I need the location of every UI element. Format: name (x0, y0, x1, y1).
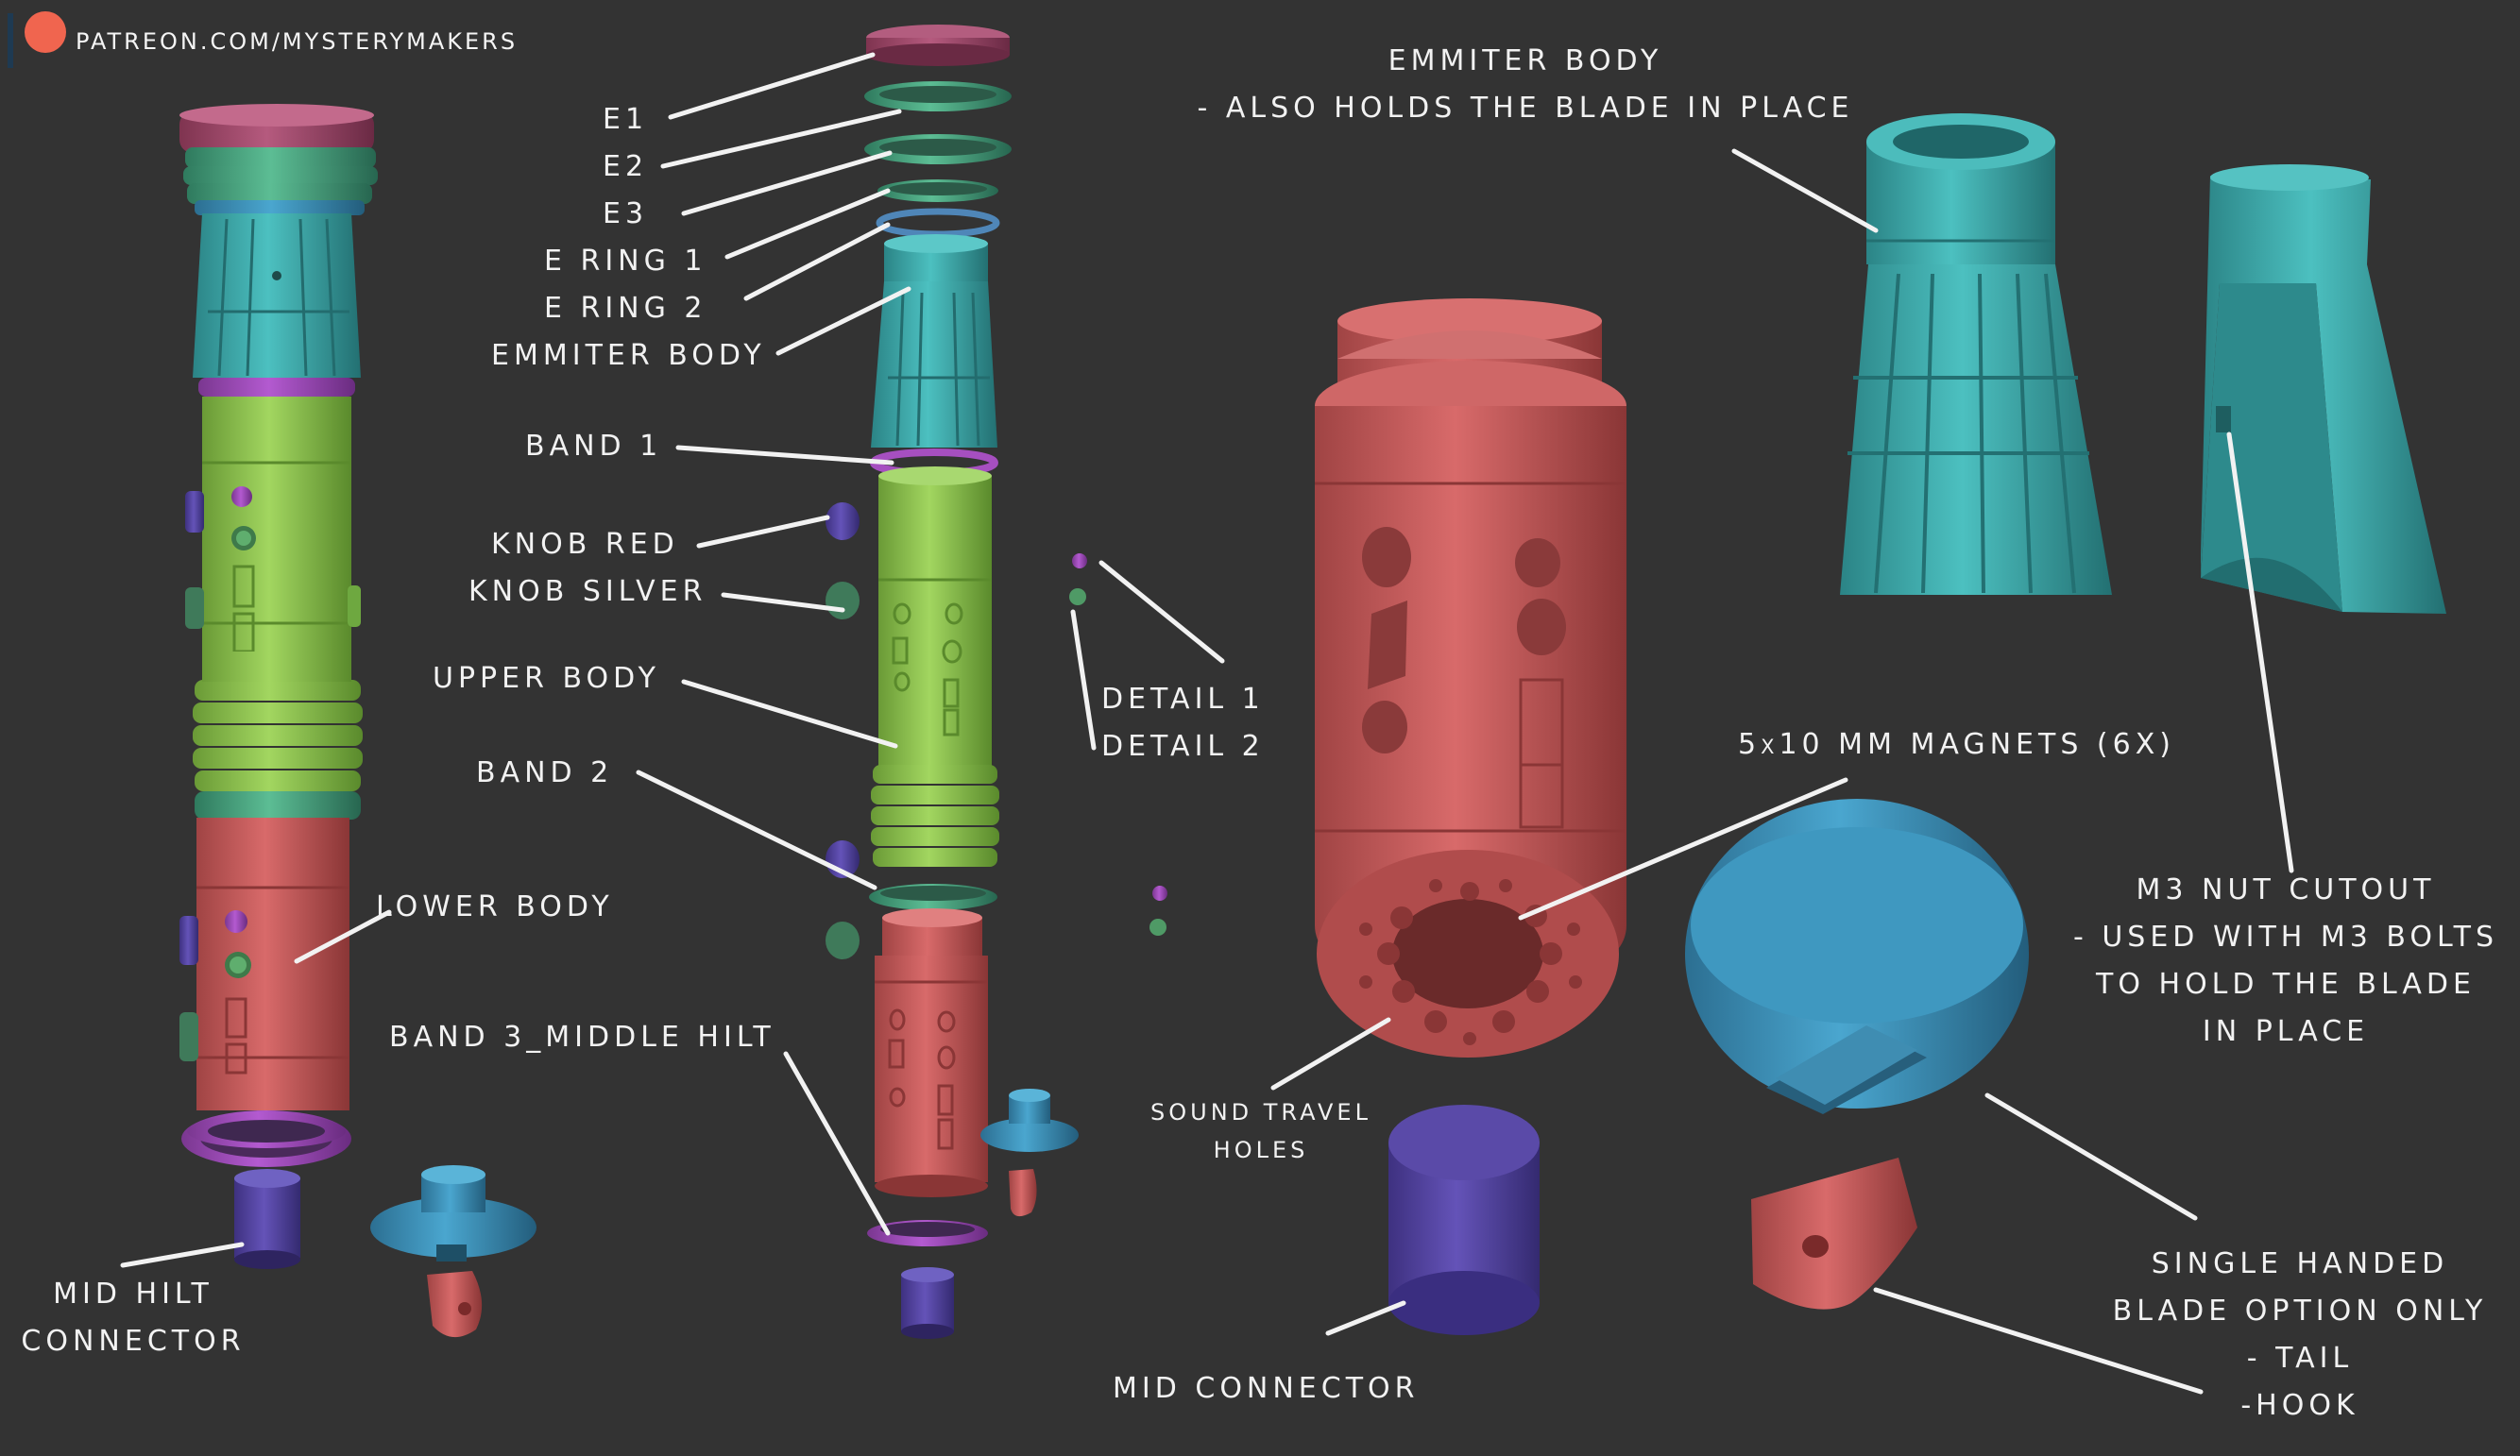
label-knob-silver: KNOB SILVER (468, 575, 707, 608)
label-e-ring-2: E RING 2 (544, 292, 707, 325)
label-single-2: BLADE OPTION ONLY (2112, 1295, 2488, 1328)
label-mid-hilt-2: CONNECTOR (21, 1325, 246, 1358)
label-emitter-title-2: - ALSO HOLDS THE BLADE IN PLACE (1197, 92, 1854, 125)
label-m3-1: M3 NUT CUTOUT (2136, 873, 2436, 906)
label-e-ring-1: E RING 1 (544, 245, 707, 278)
label-single-4: -HOOK (2240, 1389, 2359, 1422)
assembled-hilt (179, 104, 378, 1167)
label-sound-holes-1: SOUND TRAVEL (1150, 1099, 1371, 1126)
label-m3-2: - USED WITH M3 BOLTS (2072, 921, 2498, 954)
label-emitter-body: EMMITER BODY (491, 339, 766, 372)
label-single-1: SINGLE HANDED (2151, 1247, 2449, 1280)
label-mid-hilt-1: MID HILT (53, 1278, 213, 1311)
label-m3-4: IN PLACE (2202, 1015, 2370, 1048)
label-e1: E1 (603, 103, 649, 136)
mid-connector-large (1388, 1105, 1540, 1335)
label-detail-1: DETAIL 1 (1101, 683, 1265, 716)
label-band-2: BAND 2 (476, 756, 614, 789)
emitter-body-cut (2201, 164, 2446, 614)
label-m3-3: TO HOLD THE BLADE (2096, 968, 2476, 1001)
label-magnets: 5x10 MM MAGNETS (6X) (1738, 728, 2175, 761)
label-mid-connector: MID CONNECTOR (1113, 1372, 1420, 1405)
tail-cap-large (1685, 799, 2029, 1310)
tail-cap-left (370, 1165, 536, 1338)
patreon-bar (8, 13, 13, 68)
lower-body-large (1315, 298, 1626, 1058)
label-detail-2: DETAIL 2 (1101, 730, 1265, 763)
exploded-hilt (826, 25, 1079, 1339)
patreon-logo-icon (25, 11, 66, 53)
label-band-3: BAND 3_MIDDLE HILT (389, 1021, 775, 1054)
label-band-1: BAND 1 (525, 430, 663, 463)
detail-dots (1069, 553, 1167, 936)
leader-lines (120, 52, 2294, 1395)
label-e3: E3 (603, 197, 649, 230)
mid-hilt-connector-left (234, 1169, 300, 1269)
label-lower-body: LOWER BODY (376, 890, 614, 923)
emitter-body-large (1840, 113, 2112, 595)
patreon-url[interactable]: PATREON.COM/MYSTERYMAKERS (76, 28, 519, 55)
label-upper-body: UPPER BODY (433, 662, 660, 695)
label-single-3: - TAIL (2246, 1342, 2354, 1375)
label-knob-red: KNOB RED (491, 528, 679, 561)
label-e2: E2 (603, 150, 649, 183)
label-sound-holes-2: HOLES (1213, 1137, 1309, 1163)
label-emitter-title-1: EMMITER BODY (1388, 44, 1663, 77)
